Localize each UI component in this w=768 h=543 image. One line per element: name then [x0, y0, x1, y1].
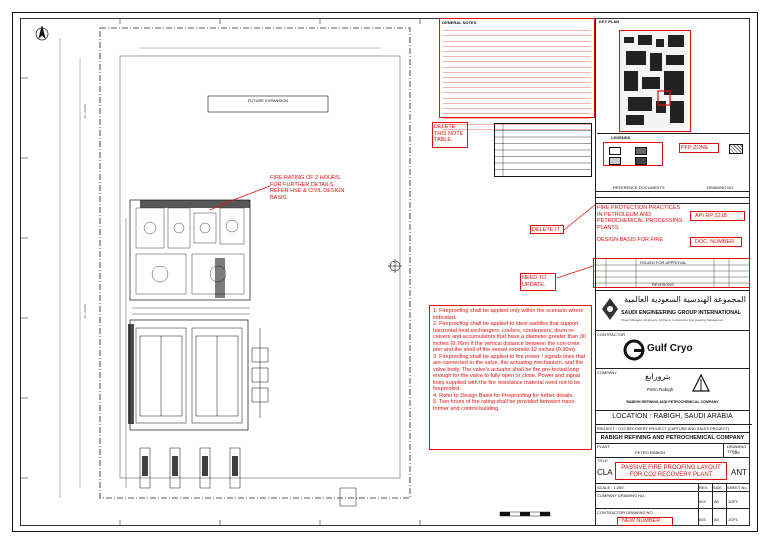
plant-row: PLANT PETRO RABIGH DRAWING TYPE LAY: [595, 443, 750, 458]
petro-rabigh-logo-icon: [692, 373, 710, 392]
pfp-note-2: 2. Fireproofing shall be applied to stee…: [433, 321, 586, 353]
north-arrow-icon: [35, 25, 49, 41]
plant-value: PETRO RABIGH: [635, 450, 666, 455]
legend-symbol-2: [635, 147, 647, 155]
pfp-zone-hatch: [729, 144, 743, 154]
contractor-drawing-row: CONTRACTOR DRAWING NO. NEW NUMBER 003 A0…: [595, 508, 750, 527]
company-logo-text: Petro Rabigh: [647, 387, 674, 392]
api-rp-number: API RP 2218: [690, 211, 745, 221]
revisions-label: REVISIONS: [652, 282, 674, 287]
revisions-markup: [593, 258, 750, 288]
title-block-divider: [595, 18, 596, 526]
doc-number-ref: DOC. NUMBER: [690, 237, 742, 247]
company-rev: 003: [699, 499, 706, 504]
company-full-name: RABIGH REFINING AND PETROCHEMICAL COMPAN…: [626, 400, 719, 404]
reference-header-right: DRAWING NO.: [707, 185, 735, 190]
abbreviation-table: [494, 123, 592, 177]
consultant-tagline: Project Managers, Engineers, Architects,…: [621, 318, 724, 322]
reference-header-left: REFERENCE DOCUMENTS: [613, 185, 665, 190]
title-prefix: CLA: [597, 468, 613, 477]
legends-panel: LEGENDS PFP ZONE: [597, 133, 750, 182]
company-label: COMPANY: [597, 370, 617, 375]
gulf-cryo-logo-icon: [623, 339, 645, 361]
company-drawing-row: COMPANY DRAWING NO. 003 A0 1OF1: [595, 491, 750, 509]
scale-label: SCALE : 1:250: [597, 485, 624, 490]
drawing-type-value: LAY: [733, 450, 741, 455]
contractor-sheet: 1OF1: [728, 517, 739, 522]
svg-text:EL +0.000: EL +0.000: [83, 304, 87, 318]
general-notes-title: GENERAL NOTES: [442, 20, 477, 25]
issued-for-approval: ISSUED FOR APPROVAL: [640, 260, 687, 265]
title-suffix: ANT: [731, 468, 747, 477]
scale-row: SCALE : 1:250 REV. SIZE SHEET No.: [595, 483, 750, 492]
company-name-bar: RABIGH REFINING AND PETROCHEMICAL COMPAN…: [595, 432, 750, 444]
plant-label: PLANT: [597, 444, 610, 449]
seg-logo-icon: [602, 298, 618, 320]
company-logo-arabic: بترورابغ: [645, 372, 671, 381]
future-expansion-label: FUTURE EXPANSION: [247, 98, 289, 103]
legend-markup-box: [603, 142, 663, 166]
delete-it-markup: DELETE IT.: [530, 225, 564, 234]
pfp-note-5: 5. Two hours of fire rating shall be pro…: [433, 399, 576, 412]
pfp-note-4: 4. Refer to Design Basis for Fireproofin…: [433, 392, 574, 399]
legends-title: LEGENDS: [611, 135, 631, 140]
title-label: TITLE: [597, 458, 608, 463]
need-to-update-markup: NEED TO UPDATE.: [520, 273, 556, 291]
key-plan-highlight: [619, 30, 691, 132]
company-size: A0: [714, 499, 719, 504]
delete-it-leader: [563, 203, 597, 231]
rev-label: REV.: [699, 485, 708, 490]
company-block: COMPANY بترورابغ Petro Rabigh RABIGH REF…: [595, 368, 750, 411]
svg-text:EL +0.000: EL +0.000: [83, 104, 87, 118]
location-row: LOCATION : RABIGH, SAUDI ARABIA: [595, 410, 750, 423]
project-row: PROJECT : CO2 RECOVERY PROJECT (CAPTURE …: [595, 424, 752, 433]
need-to-update-leader: [556, 265, 594, 279]
consultant-block: المجموعة الهندسية السعودية العالمية SAUD…: [595, 290, 750, 331]
api-rp-title: FIRE PROTECTION PRACTICES IN PETROLEUM A…: [597, 205, 683, 231]
contractor-logo-text: Gulf Cryo: [647, 343, 693, 354]
contractor-rev: 003: [699, 517, 706, 522]
fire-rating-note: FIRE RATING OF 2 HOURS. FOR FURTHER DETA…: [270, 175, 345, 201]
contractor-block: CONTRACTOR Gulf Cryo: [595, 330, 750, 369]
pfp-notes-box: 1. Fireproofing shall be applied only wi…: [429, 305, 592, 450]
general-notes-box: GENERAL NOTES: [439, 18, 595, 130]
design-basis-ref: DESIGN BASIS FOR FIRE: [597, 237, 664, 243]
fire-rating-leader: [209, 185, 271, 211]
consultant-name: SAUDI ENGINEERING GROUP INTERNATIONAL: [621, 310, 742, 316]
pfp-zone-label: PFP ZONE: [679, 143, 719, 153]
company-drawing-no: COMPANY DRAWING NO.: [597, 493, 646, 498]
size-label: SIZE: [713, 485, 722, 490]
company-sheet: 1OF1: [728, 499, 739, 504]
plot-plan: EL +0.000 EL +0.000: [20, 18, 551, 526]
key-plan-panel: KEY PLAN: [597, 18, 750, 133]
contractor-size: A0: [714, 517, 719, 522]
drawing-type-label: DRAWING TYPE: [727, 444, 747, 454]
pfp-note-1: 1. Fireproofing shall be applied only wi…: [433, 308, 584, 321]
contractor-drawing-no: CONTRACTOR DRAWING NO.: [597, 510, 654, 515]
contractor-label: CONTRACTOR: [597, 332, 626, 337]
legend-symbol-3: [609, 157, 621, 165]
outer-border: [12, 12, 758, 532]
legend-symbol-1: [609, 147, 621, 155]
consultant-arabic-name: المجموعة الهندسية السعودية العالمية: [624, 295, 746, 304]
legend-symbol-4: [635, 157, 647, 165]
sheet-label: SHEET No.: [727, 485, 748, 490]
pfp-note-3: 3. Fireproofing shall be applied to the …: [433, 353, 586, 393]
reference-documents: REFERENCE DOCUMENTS DRAWING NO. FIRE PRO…: [595, 185, 750, 260]
drawing-title: PASSIVE FIRE PROOFING LAYOUT FOR CO2 REC…: [615, 462, 727, 480]
key-plan-title: KEY PLAN: [599, 19, 620, 24]
delete-note-table-markup: DELETE THIS NOTE TABLE.: [432, 122, 468, 148]
title-row: TITLE CLA ANT PASSIVE FIRE PROOFING LAYO…: [595, 457, 750, 484]
new-number-markup: NEW NUMBER: [617, 517, 673, 526]
